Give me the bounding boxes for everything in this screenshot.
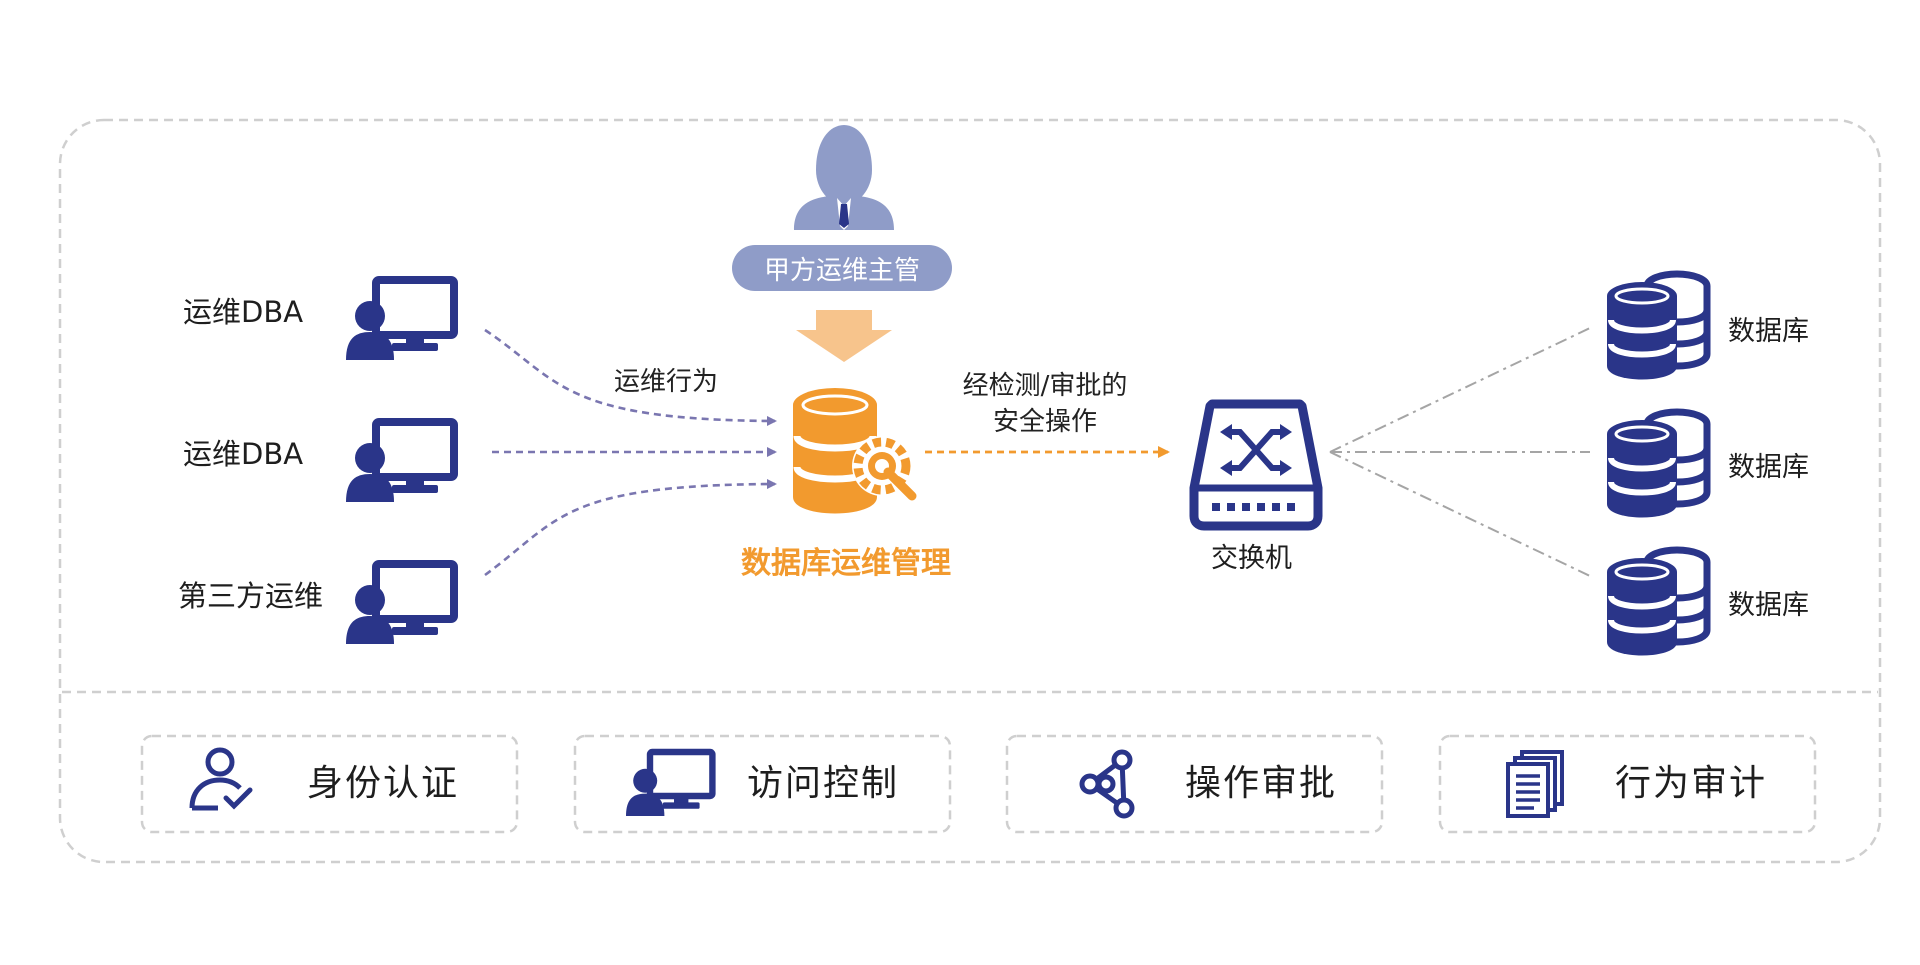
monitor-user-icon-2 — [346, 422, 454, 502]
database-label-3: 数据库 — [1728, 590, 1809, 621]
approved-ops-label: 经检测/审批的 安全操作 — [935, 368, 1155, 440]
database-icon-2 — [1607, 412, 1707, 518]
flow-arrow-bottom — [484, 479, 777, 577]
flow-arrow-top — [484, 328, 777, 426]
monitor-user-icon-1 — [346, 280, 454, 360]
user-check-icon — [189, 747, 253, 811]
core-label: 数据库运维管理 — [741, 546, 951, 581]
user-label-2: 运维DBA — [183, 437, 304, 471]
approved-ops-line2: 安全操作 — [992, 407, 1097, 437]
outer-frame — [58, 118, 1882, 864]
supervisor-icon — [794, 125, 894, 230]
feature-label-3: 操作审批 — [1185, 763, 1338, 804]
switch-icon — [1189, 399, 1323, 531]
approved-ops-line1: 经检测/审批的 — [962, 371, 1128, 401]
feature-label-1: 身份认证 — [307, 763, 460, 804]
feature-box-3 — [1005, 734, 1384, 834]
user-monitor-icon — [626, 748, 716, 816]
ops-behavior-label: 运维行为 — [614, 367, 719, 397]
feature-label-2: 访问控制 — [747, 763, 900, 804]
user-label-1: 运维DBA — [183, 295, 304, 329]
documents-icon — [1506, 750, 1564, 818]
core-db-icon — [793, 388, 917, 514]
database-icon-1 — [1607, 274, 1707, 380]
down-arrow-icon — [796, 310, 892, 362]
user-label-3: 第三方运维 — [178, 579, 324, 613]
database-label-2: 数据库 — [1728, 452, 1809, 483]
database-label-1: 数据库 — [1728, 316, 1809, 347]
monitor-user-icon-3 — [346, 564, 454, 644]
feature-label-4: 行为审计 — [1615, 763, 1768, 804]
feature-box-4 — [1438, 734, 1817, 834]
link-line-bottom — [1329, 451, 1591, 577]
nodes-icon — [1079, 749, 1135, 819]
supervisor-label: 甲方运维主管 — [732, 245, 952, 291]
feature-box-2 — [573, 734, 952, 834]
database-icon-3 — [1607, 550, 1707, 656]
link-line-top — [1329, 327, 1591, 453]
switch-label: 交换机 — [1211, 543, 1292, 574]
feature-box-1 — [140, 734, 519, 834]
